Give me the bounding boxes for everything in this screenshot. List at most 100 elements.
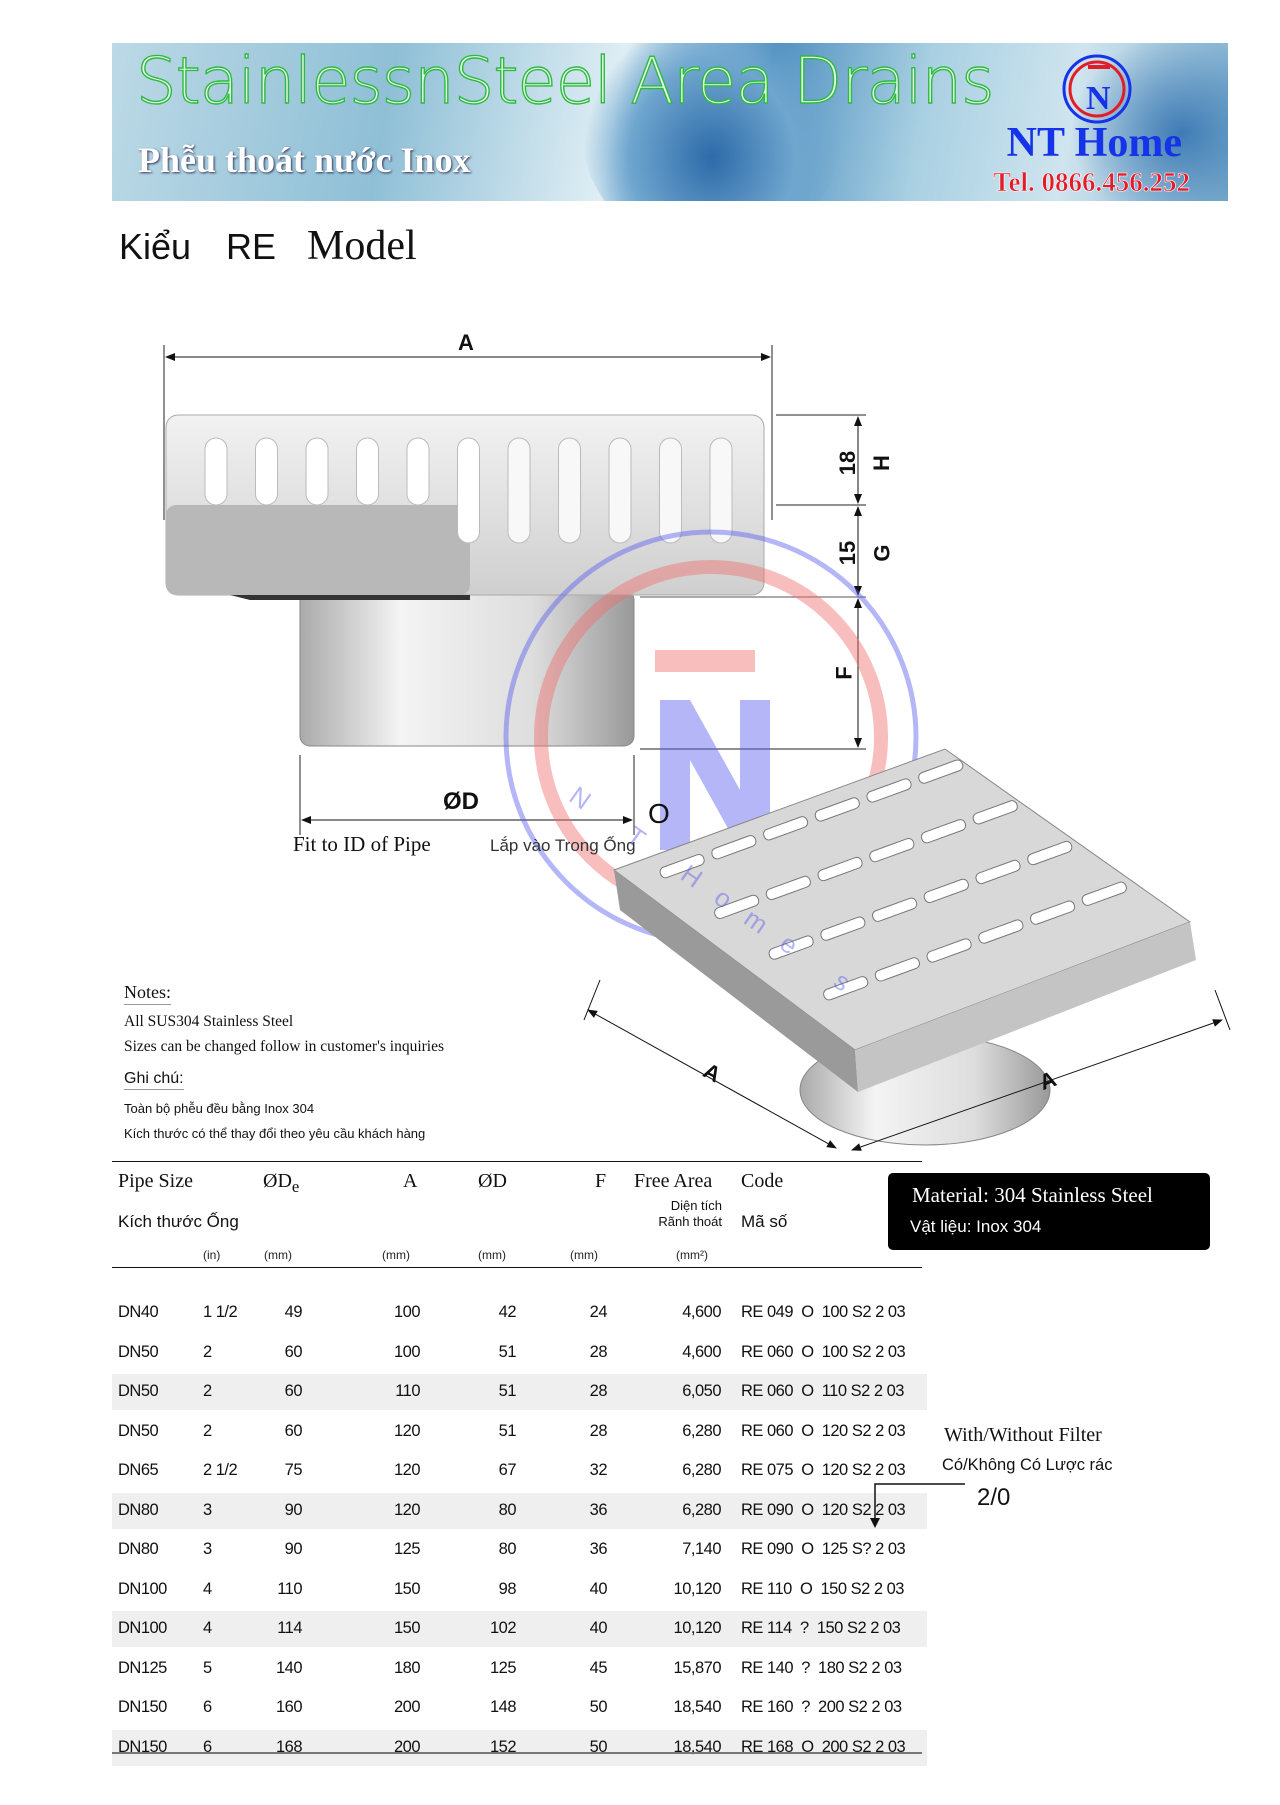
- grille-slot: [406, 437, 430, 506]
- model-code: RE: [226, 226, 277, 267]
- cell-de: 60: [284, 1342, 303, 1361]
- cell-d: 152: [489, 1737, 517, 1756]
- cell-code: RE 140 ? 180 S2 2 03: [741, 1658, 902, 1677]
- unit-f: (mm): [570, 1248, 598, 1262]
- header-pipe-size: Pipe Size: [118, 1170, 193, 1192]
- cell-area: 18,540: [673, 1698, 722, 1716]
- grille-slot: [608, 437, 632, 544]
- material-box: Material: 304 Stainless Steel Vật liệu: …: [888, 1173, 1210, 1250]
- cell-in: 4: [203, 1579, 212, 1598]
- cell-dn: DN80: [118, 1500, 159, 1519]
- dim-18-label: 18: [835, 450, 861, 476]
- grille-slot: [507, 437, 531, 544]
- cell-a: 120: [393, 1500, 421, 1519]
- cell-in: 3: [203, 1540, 212, 1558]
- cell-a: 120: [393, 1421, 421, 1440]
- cell-in: 2: [203, 1342, 212, 1361]
- cell-f: 28: [589, 1382, 608, 1400]
- cell-de: 60: [284, 1421, 303, 1440]
- cell-area: 15,870: [673, 1658, 722, 1677]
- unit-in: (in): [203, 1248, 221, 1262]
- grate-slot: [1029, 900, 1076, 925]
- cell-f: 45: [589, 1658, 608, 1677]
- isometric-view: [583, 748, 1231, 1151]
- cell-a: 200: [393, 1737, 421, 1756]
- cell-f: 28: [589, 1421, 608, 1440]
- cell-dn: DN100: [118, 1579, 167, 1598]
- cell-in: 2: [203, 1382, 212, 1400]
- cell-code: RE 060 O 120 S2 2 03: [741, 1421, 906, 1440]
- cell-d: 98: [498, 1579, 517, 1598]
- cell-dn: DN50: [118, 1382, 159, 1400]
- filter-note-vi: Có/Không Có Lược rác: [942, 1456, 1113, 1474]
- header-a: A: [403, 1170, 418, 1192]
- cell-in: 2 1/2: [203, 1461, 238, 1479]
- cell-d: 80: [498, 1540, 517, 1558]
- unit-a: (mm): [382, 1248, 410, 1262]
- grate-slot: [1081, 881, 1127, 906]
- filter-note-value: 2/0: [977, 1484, 1011, 1511]
- cell-area: 7,140: [682, 1540, 721, 1558]
- note-line: All SUS304 Stainless Steel: [124, 1013, 294, 1030]
- dim-a-label: A: [458, 330, 474, 355]
- cell-area: 6,280: [682, 1461, 721, 1479]
- table-bottom-rule: [112, 1752, 922, 1754]
- header-de-sub: e: [291, 1177, 300, 1196]
- grille-slot: [709, 437, 733, 544]
- cell-a: 180: [393, 1658, 421, 1677]
- cell-code: RE 075 O 120 S2 2 03: [741, 1461, 906, 1479]
- grate-slot: [866, 778, 912, 803]
- grate-slot: [1027, 840, 1073, 866]
- cell-dn: DN150: [118, 1698, 167, 1716]
- cell-a: 100: [393, 1342, 421, 1361]
- grille-slot: [659, 437, 682, 544]
- header-code-vi: Mã số: [741, 1212, 788, 1231]
- grille-slot: [356, 437, 379, 506]
- technical-drawing: [163, 345, 1231, 1151]
- cell-dn: DN150: [118, 1737, 167, 1756]
- cell-a: 150: [393, 1579, 421, 1598]
- cell-de: 49: [284, 1303, 303, 1321]
- cell-f: 36: [589, 1540, 608, 1558]
- cell-f: 50: [589, 1698, 608, 1716]
- grate-slot: [874, 957, 920, 982]
- cell-d: 125: [489, 1658, 517, 1677]
- grate-slot: [923, 878, 969, 903]
- cell-a: 150: [393, 1619, 421, 1637]
- material-en: Material: 304 Stainless Steel: [912, 1183, 1153, 1207]
- unit-de: (mm): [264, 1248, 292, 1262]
- notes-heading-vi: Ghi chú:: [124, 1070, 184, 1090]
- grate-slot: [814, 797, 860, 822]
- material-vi: Vật liệu: Inox 304: [910, 1217, 1042, 1236]
- header-pipe-size-vi: Kích thước Ống: [118, 1212, 239, 1231]
- grate-slot: [768, 935, 814, 960]
- dim-h-label: H: [868, 455, 894, 471]
- dim-15-label: 15: [835, 540, 861, 566]
- cell-f: 28: [589, 1342, 608, 1361]
- dim-d-label: ØD: [443, 788, 479, 815]
- grate-slot: [714, 894, 760, 919]
- cell-de: 75: [284, 1461, 303, 1479]
- grate-slot: [975, 859, 1021, 885]
- watermark-logo: [503, 529, 919, 945]
- cell-area: 6,280: [682, 1500, 721, 1519]
- dim-f-label: F: [831, 666, 857, 680]
- cell-code: RE 049 O 100 S2 2 03: [741, 1303, 906, 1321]
- cell-dn: DN65: [118, 1461, 159, 1479]
- cell-code: RE 060 O 100 S2 2 03: [741, 1342, 906, 1361]
- fit-label-en: Fit to ID of Pipe: [293, 832, 431, 856]
- cell-area: 4,600: [682, 1342, 721, 1361]
- cell-code: RE 060 O 110 S2 2 03: [741, 1382, 904, 1400]
- banner-title: StainlessnSteel Area Drains: [135, 44, 995, 119]
- cell-a: 200: [393, 1698, 421, 1716]
- grille-slot: [204, 437, 228, 506]
- header-de: ØDe: [263, 1170, 299, 1197]
